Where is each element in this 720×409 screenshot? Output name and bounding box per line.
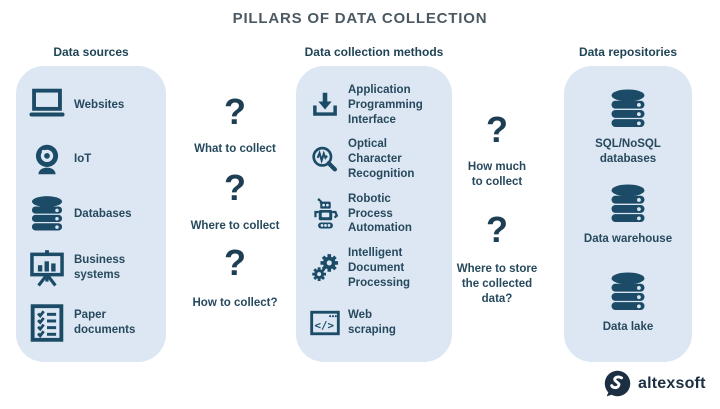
item-label: Application Programming Interface <box>348 83 423 126</box>
item-label: IoT <box>74 153 92 166</box>
item-label: Optical Character Recognition <box>348 138 415 181</box>
question-where-to-store: Where to store the collected data? <box>456 263 538 305</box>
checklist-document-icon <box>20 302 74 344</box>
gears-icon <box>302 252 348 284</box>
code-window-icon <box>302 306 348 340</box>
list-item-data-lake: Data lake <box>570 258 686 346</box>
question-how-much-to-collect: How much to collect <box>467 161 527 188</box>
webcam-icon <box>20 141 74 179</box>
item-label: Robotic Process Automation <box>348 192 412 235</box>
item-label: Databases <box>74 207 132 220</box>
question-mark: ? <box>486 109 508 150</box>
item-label: Websites <box>74 98 125 111</box>
question-how-to-collect: How to collect? <box>192 297 278 309</box>
robot-icon <box>302 197 348 232</box>
item-label: Data warehouse <box>583 233 673 246</box>
list-item-paper-documents: Paper documents <box>20 296 158 350</box>
data-repositories-header: Data repositories <box>578 45 678 59</box>
list-item-rpa: Robotic Process Automation <box>302 187 446 241</box>
magnifier-wave-icon <box>302 144 348 176</box>
list-item-databases: Databases <box>20 187 158 241</box>
database-icon <box>20 193 74 235</box>
list-item-ocr: Optical Character Recognition <box>302 132 446 186</box>
question-mark: ? <box>486 209 508 250</box>
list-item-web-scraping: Web scraping <box>302 296 446 350</box>
altexsoft-logo-text: altexsoft <box>638 374 706 392</box>
item-label: Web scraping <box>348 308 396 336</box>
list-item-business-systems: Business systems <box>20 241 158 295</box>
data-sources-header: Data sources <box>53 45 129 59</box>
altexsoft-logo: altexsoft <box>604 370 706 397</box>
data-collection-methods-header: Data collection methods <box>304 45 444 59</box>
item-label: Data lake <box>602 321 654 334</box>
list-item-data-warehouse: Data warehouse <box>570 170 686 258</box>
question-mark: ? <box>224 242 246 283</box>
database-icon <box>605 269 651 315</box>
page-title: PILLARS OF DATA COLLECTION <box>232 10 488 27</box>
item-label: Paper documents <box>74 308 136 336</box>
list-item-api: Application Programming Interface <box>302 78 446 132</box>
item-label: Business systems <box>74 254 126 282</box>
question-where-to-collect: Where to collect <box>190 220 280 232</box>
altexsoft-logo-icon <box>604 370 631 397</box>
question-mark: ? <box>224 91 246 132</box>
item-label: Intelligent Document Processing <box>348 247 410 289</box>
item-label: SQL/NoSQL databases <box>595 137 661 165</box>
laptop-icon <box>20 84 74 126</box>
download-tray-icon <box>302 89 348 121</box>
data-repositories-panel: SQL/NoSQL databases Data warehouse Data … <box>564 66 692 362</box>
list-item-idp: Intelligent Document Processing <box>302 241 446 295</box>
database-icon <box>605 181 651 227</box>
question-what-to-collect: What to collect <box>194 143 276 155</box>
list-item-sql-nosql-databases: SQL/NoSQL databases <box>570 82 686 170</box>
database-icon <box>605 86 651 132</box>
question-mark: ? <box>224 167 246 208</box>
list-item-websites: Websites <box>20 78 158 132</box>
presentation-chart-icon <box>20 247 74 289</box>
list-item-iot: IoT <box>20 132 158 186</box>
data-collection-methods-panel: Application Programming Interface Optica… <box>296 66 452 362</box>
data-sources-panel: Websites IoT Databases Business systems … <box>16 66 166 362</box>
